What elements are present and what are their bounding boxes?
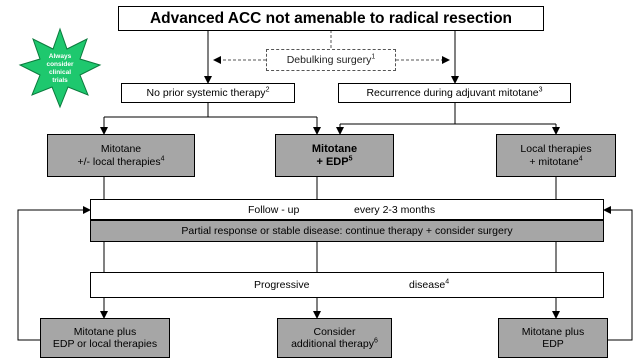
- branch-right-label: Recurrence during adjuvant mitotane: [366, 86, 539, 99]
- treatment-center-sup: 5: [348, 154, 353, 162]
- treatment-right-line2: + mitotane: [529, 155, 579, 168]
- right-feedback-loop: [603, 206, 633, 341]
- response-label: Partial response or stable disease: cont…: [181, 224, 513, 237]
- branch-right-sup: 3: [538, 86, 543, 94]
- progressive-disease: disease4: [409, 278, 450, 292]
- branch-right-box: Recurrence during adjuvant mitotane3: [338, 83, 571, 103]
- outcome-right-line1: Mitotane plus: [521, 325, 585, 338]
- treatment-left-sup: 4: [160, 155, 165, 162]
- outcome-center-line1: Consider: [313, 325, 356, 338]
- progressive-sup: 4: [445, 278, 450, 286]
- badge-line-3: clinical: [48, 69, 72, 76]
- badge-line-1: Always: [48, 52, 72, 60]
- treatment-center-line2: + EDP: [316, 155, 349, 168]
- title-text: Advanced ACC not amenable to radical res…: [149, 9, 513, 27]
- branch-left-sup: 2: [265, 86, 270, 94]
- clinical-trials-badge: Always consider clinical trials: [18, 27, 102, 111]
- outcome-left-box: Mitotane plus EDP or local therapies: [40, 318, 170, 358]
- badge-line-2: consider: [46, 60, 74, 68]
- outcome-center-box: Consider additional therapy6: [277, 318, 392, 358]
- response-box: Partial response or stable disease: cont…: [90, 220, 604, 242]
- star-icon: [18, 27, 102, 109]
- outcome-left-line2: EDP or local therapies: [52, 338, 158, 350]
- debulking-sup: 1: [371, 53, 376, 61]
- treatment-left-line1: Mitotane: [100, 143, 142, 156]
- treatment-center-line1: Mitotane: [311, 142, 358, 155]
- treatment-right-sup: 4: [578, 155, 583, 162]
- followup-label: Follow - up: [248, 204, 300, 216]
- branch-left-label: No prior systemic therapy: [146, 86, 266, 99]
- treatment-left-box: Mitotane +/- local therapies4: [47, 134, 195, 177]
- followup-box: [90, 199, 604, 220]
- treatment-center-box: Mitotane + EDP5: [275, 134, 394, 177]
- branch-left-box: No prior systemic therapy2: [121, 83, 295, 103]
- left-feedback-loop: [17, 206, 91, 341]
- progressive-label: Progressive: [254, 279, 310, 291]
- progressive-box: [90, 272, 604, 298]
- outcome-center-line2: additional therapy: [291, 338, 374, 350]
- treatment-right-line1: Local therapies: [520, 143, 592, 156]
- treatment-right-box: Local therapies + mitotane4: [496, 134, 616, 177]
- title-box: Advanced ACC not amenable to radical res…: [118, 6, 544, 31]
- outcome-right-line2: EDP: [542, 338, 564, 350]
- outcome-right-box: Mitotane plus EDP: [498, 318, 608, 358]
- debulking-box: Debulking surgery1: [266, 49, 396, 71]
- badge-line-4: trials: [52, 77, 68, 85]
- treatment-left-line2: +/- local therapies: [77, 155, 161, 168]
- outcome-center-sup: 6: [374, 337, 378, 345]
- progressive-disease-text: disease: [409, 279, 446, 291]
- outcome-left-line1: Mitotane plus: [73, 325, 137, 338]
- followup-interval: every 2-3 months: [354, 204, 436, 216]
- debulking-label: Debulking surgery: [286, 53, 372, 66]
